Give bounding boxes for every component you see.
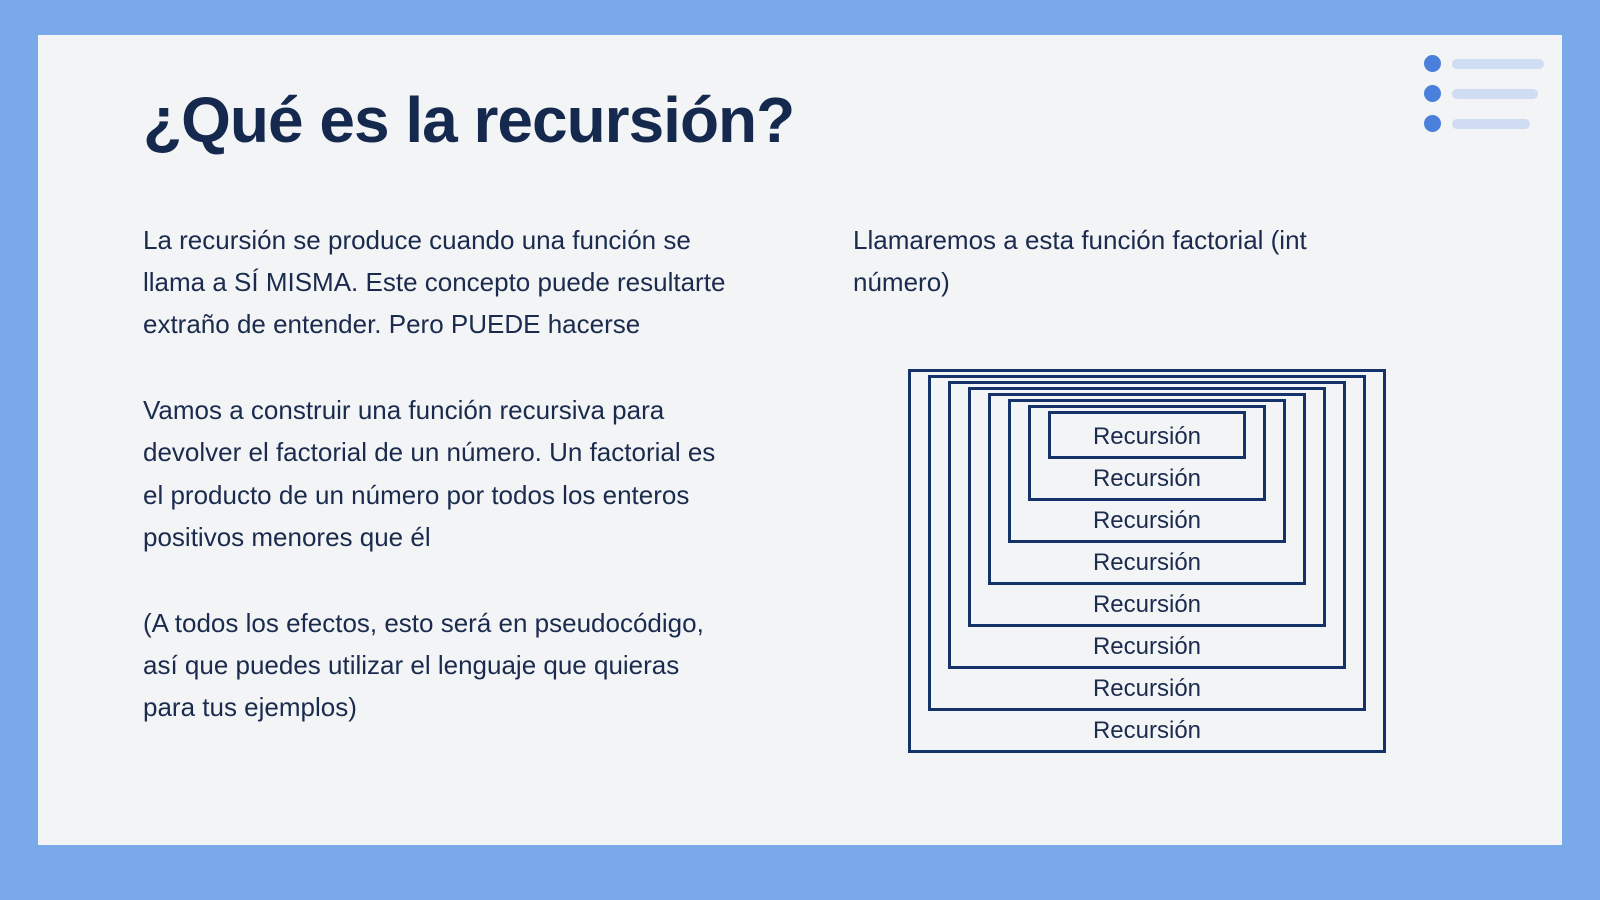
recursion-box: Recursión Recursión Recursión Recursión [948,381,1346,670]
paragraph: Vamos a construir una función recursiva … [143,395,716,552]
left-column: La recursión se produce cuando una funci… [143,219,728,772]
recursion-box-label: Recursión [1092,464,1202,492]
recursion-box: Recursión Recursión Recursión Recursión [908,369,1386,754]
paragraph: La recursión se produce cuando una funci… [143,225,726,340]
recursion-box-label: Recursión [1092,590,1202,618]
recursion-box: Recursión Recursión [1028,405,1266,502]
recursion-box: Recursión Recursión Recursión Recursión [968,387,1326,628]
recursion-box-label: Recursión [1092,506,1202,534]
bullet-dot-icon [1424,55,1441,72]
right-column: Llamaremos a esta función factorial (int… [853,219,1502,772]
recursion-box-label: Recursión [1092,674,1202,702]
recursion-box: Recursión Recursión Recursión [1008,399,1286,544]
recursion-box-label: Recursión [1092,716,1202,744]
page-title: ¿Qué es la recursión? [143,84,795,156]
bullet-dot-icon [1424,85,1441,102]
recursion-box: Recursión [1048,411,1246,460]
recursion-box-label: Recursión [1092,422,1202,450]
bullet-dot-icon [1424,115,1441,132]
recursion-box-label: Recursión [1092,548,1202,576]
menu-row [1424,55,1544,72]
paragraph: (A todos los efectos, esto será en pseud… [143,607,704,722]
slide-card: ¿Qué es la recursión? La recursión se pr… [38,35,1562,845]
menu-icon [1424,55,1544,132]
menu-row [1424,115,1544,132]
recursion-box: Recursión Recursión Recursión Recursión [988,393,1306,586]
menu-line-icon [1452,88,1538,99]
menu-line-icon [1452,58,1544,69]
recursion-box-label: Recursión [1092,632,1202,660]
menu-line-icon [1452,118,1530,129]
content-columns: La recursión se produce cuando una funci… [143,219,1502,772]
recursion-diagram: Recursión Recursión Recursión Recursión [908,369,1386,754]
slide-content: ¿Qué es la recursión? La recursión se pr… [38,35,1562,845]
recursion-box: Recursión Recursión Recursión Recursión [928,375,1366,712]
paragraph: Llamaremos a esta función factorial (int… [853,225,1307,298]
menu-row [1424,85,1544,102]
